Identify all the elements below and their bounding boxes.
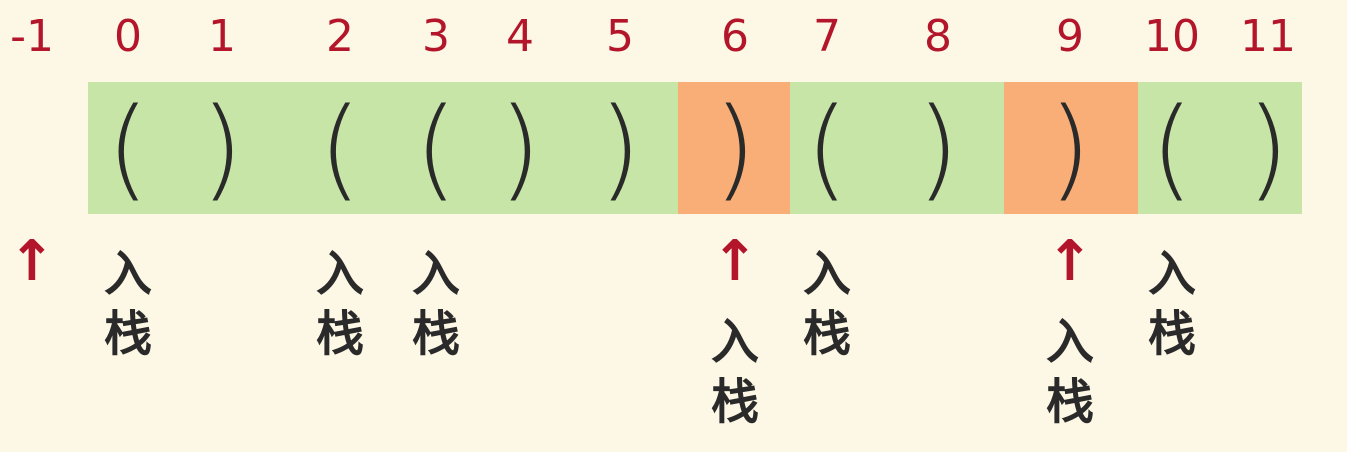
paren-char-1: ) [200,84,244,212]
index-label: 6 [721,11,749,62]
index-label: -1 [10,11,54,62]
paren-char-4: ) [498,84,542,212]
up-arrow-icon: ↑ [1046,229,1094,294]
push-label: 入栈 [710,314,759,430]
paren-char-6: ) [713,84,757,212]
up-arrow-icon: ↑ [711,229,759,294]
push-label: 入栈 [315,246,364,362]
paren-char-7: ( [805,84,849,212]
paren-char-11: ) [1246,84,1290,212]
push-label: 入栈 [1147,246,1196,362]
push-label: 入栈 [103,246,152,362]
index-label: 10 [1144,11,1200,62]
matched-band [790,82,1004,214]
matched-band [1138,82,1302,214]
unmatched-band [678,82,790,214]
index-label: 9 [1056,11,1084,62]
paren-char-2: ( [318,84,362,212]
index-label: 8 [924,11,952,62]
index-label: 4 [506,11,534,62]
paren-char-8: ) [916,84,960,212]
index-label: 3 [422,11,450,62]
paren-char-0: ( [106,84,150,212]
unmatched-band [1004,82,1138,214]
push-label: 入栈 [411,246,460,362]
index-label: 11 [1240,11,1296,62]
paren-char-10: ( [1150,84,1194,212]
up-arrow-icon: ↑ [8,229,56,294]
matched-band [88,82,678,214]
index-label: 0 [114,11,142,62]
index-label: 2 [326,11,354,62]
paren-char-3: ( [414,84,458,212]
push-label: 入栈 [1045,314,1094,430]
paren-char-5: ) [598,84,642,212]
index-label: 7 [813,11,841,62]
push-label: 入栈 [802,246,851,362]
index-label: 1 [208,11,236,62]
paren-char-9: ) [1048,84,1092,212]
index-label: 5 [606,11,634,62]
